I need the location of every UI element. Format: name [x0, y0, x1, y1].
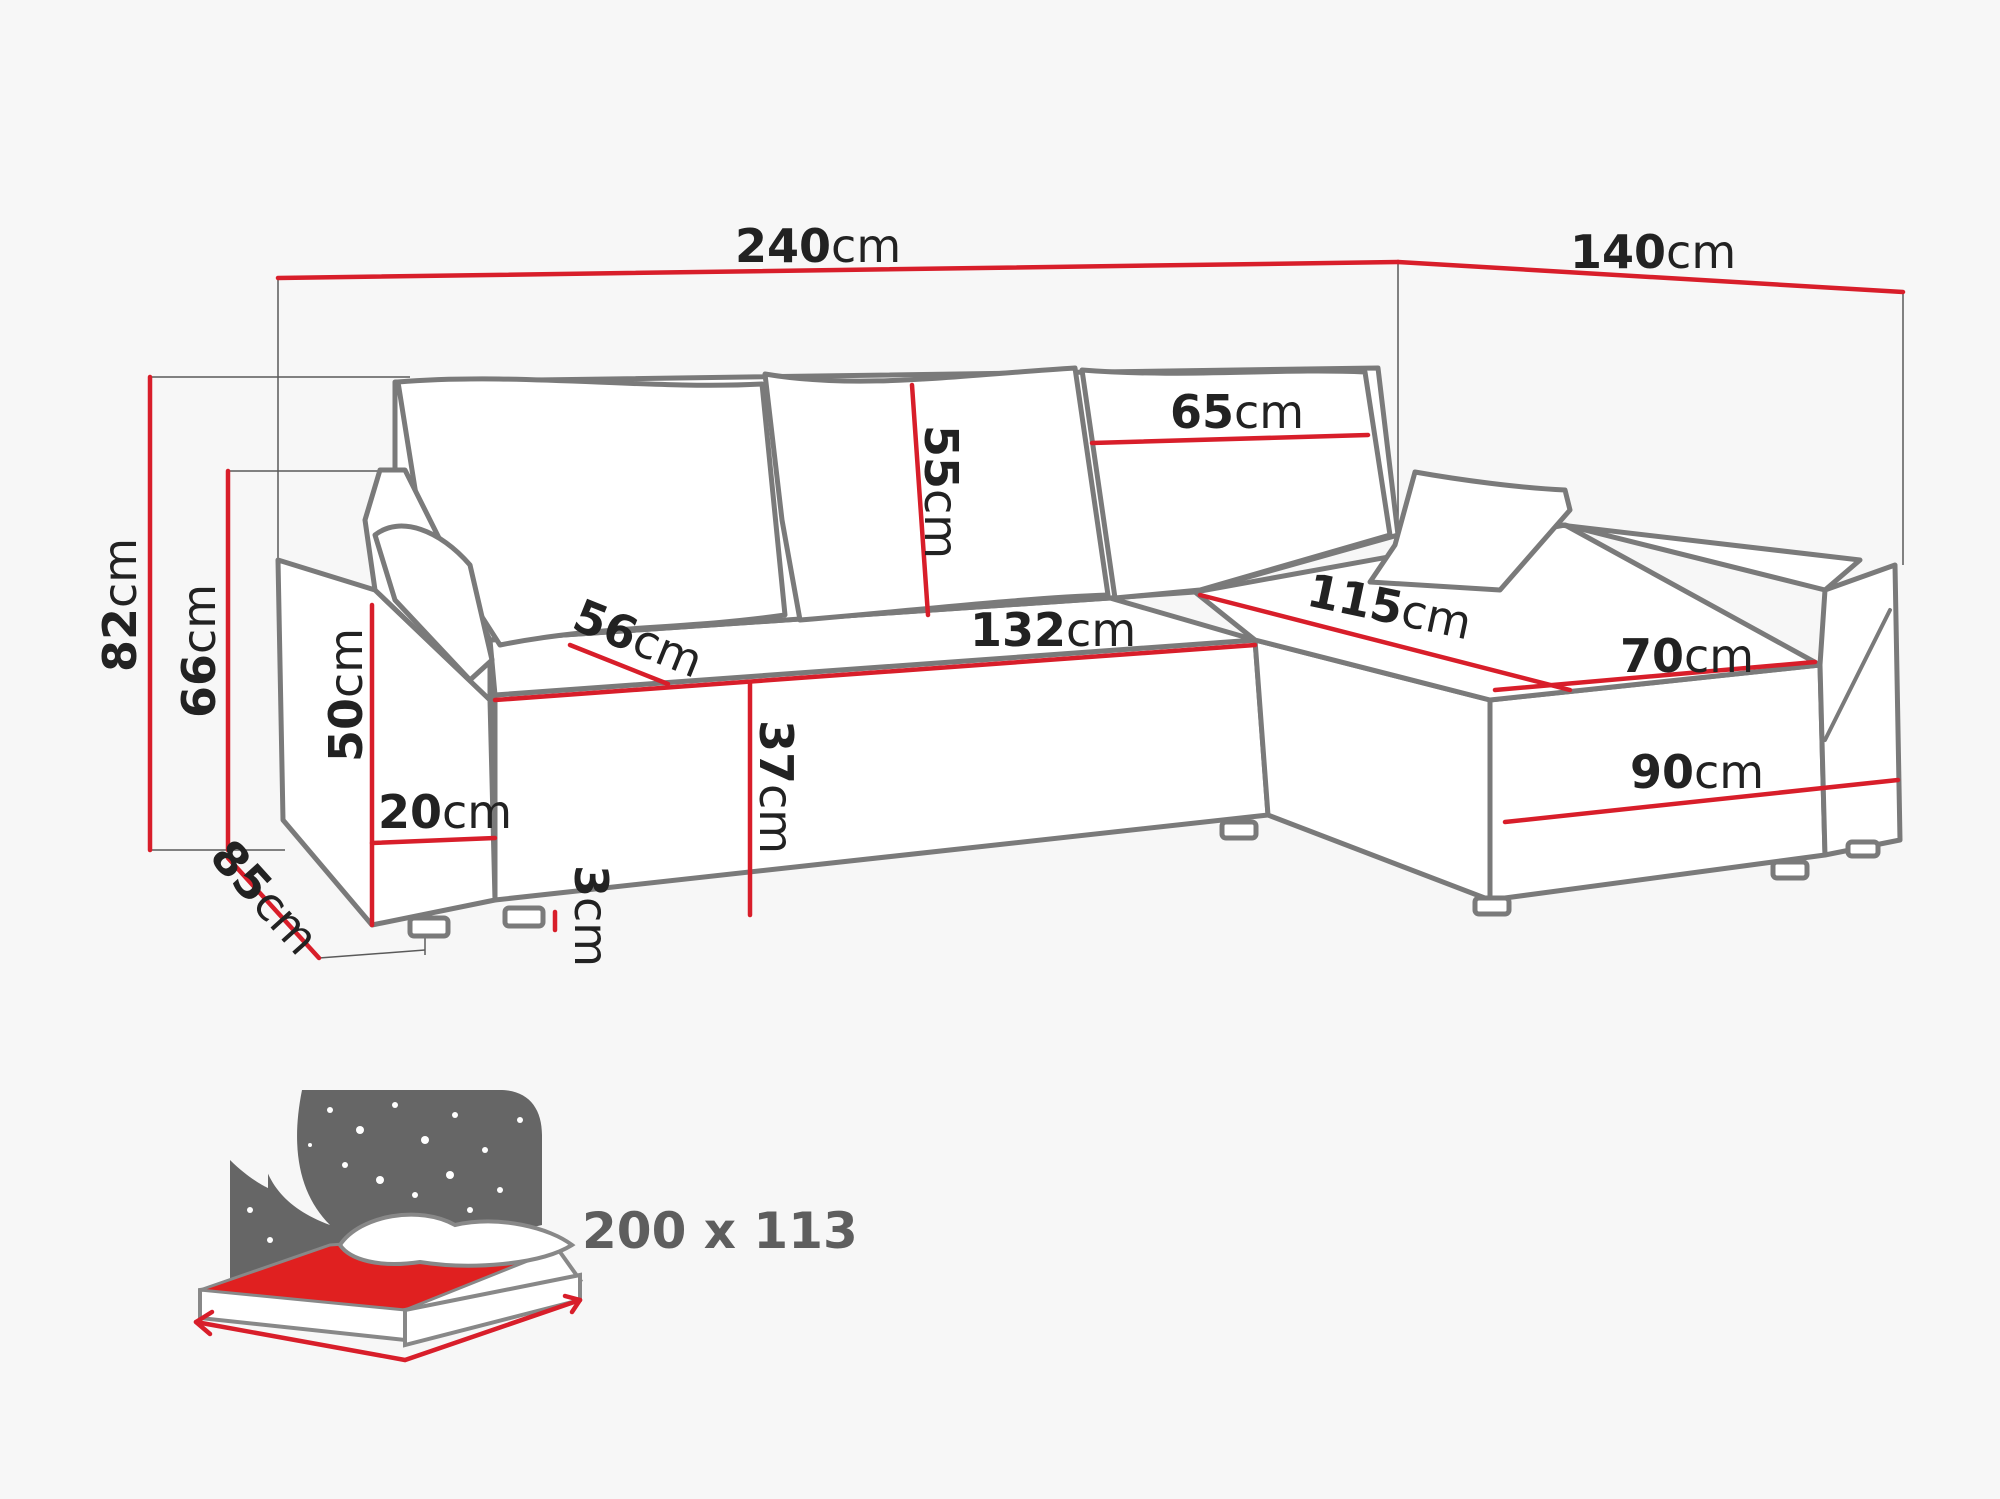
dim-line-20 — [369, 835, 498, 846]
label-55: 55cm — [914, 425, 968, 559]
leg-1 — [407, 915, 451, 939]
leg-5 — [1770, 859, 1810, 881]
dim-line-240 — [275, 259, 1401, 281]
label-240: 240cm — [735, 219, 901, 273]
leg-6 — [1845, 839, 1881, 859]
dim-line-56 — [567, 642, 671, 687]
back-cushion-right — [1079, 367, 1393, 601]
bed-arrow — [193, 1297, 583, 1363]
bed-icon: 200 x 113 — [193, 1090, 858, 1363]
chaise-pillow — [1367, 469, 1573, 593]
label-140: 140cm — [1570, 225, 1736, 279]
label-90: 90cm — [1630, 745, 1764, 799]
label-132: 132cm — [970, 603, 1136, 657]
dim-line-55 — [909, 382, 931, 618]
sleeping-area-label: 200 x 113 — [582, 1202, 858, 1260]
label-3: 3cm — [564, 865, 618, 967]
chaise-side-panel — [1817, 562, 1903, 858]
label-65: 65cm — [1170, 385, 1304, 439]
label-37: 37cm — [749, 720, 803, 854]
back-cushion-middle — [762, 365, 1111, 623]
night-sky-icon — [230, 1090, 542, 1300]
leg-3 — [1219, 819, 1259, 841]
back-cushion-left — [395, 376, 788, 648]
moon-icon — [260, 1090, 330, 1225]
leg-2 — [502, 905, 546, 929]
armrest-pillow — [372, 523, 495, 683]
guide-lines — [150, 262, 1904, 959]
dim-line-115 — [1197, 592, 1573, 693]
label-50: 50cm — [319, 628, 373, 762]
label-66: 66cm — [172, 584, 226, 718]
dim-line-85 — [225, 855, 322, 961]
dim-line-132 — [492, 642, 1258, 703]
pillows — [337, 1212, 576, 1268]
label-70: 70cm — [1620, 629, 1754, 683]
label-82: 82cm — [93, 538, 147, 672]
stars-icon — [247, 1102, 523, 1243]
dim-line-65 — [1089, 432, 1371, 446]
sofa-outline — [275, 365, 1903, 939]
dim-line-140 — [1395, 259, 1906, 295]
dimension-lines — [147, 259, 1906, 961]
dim-line-70 — [1492, 659, 1818, 693]
dim-line-90 — [1502, 777, 1901, 825]
label-20: 20cm — [378, 785, 512, 839]
leg-4 — [1472, 895, 1512, 917]
